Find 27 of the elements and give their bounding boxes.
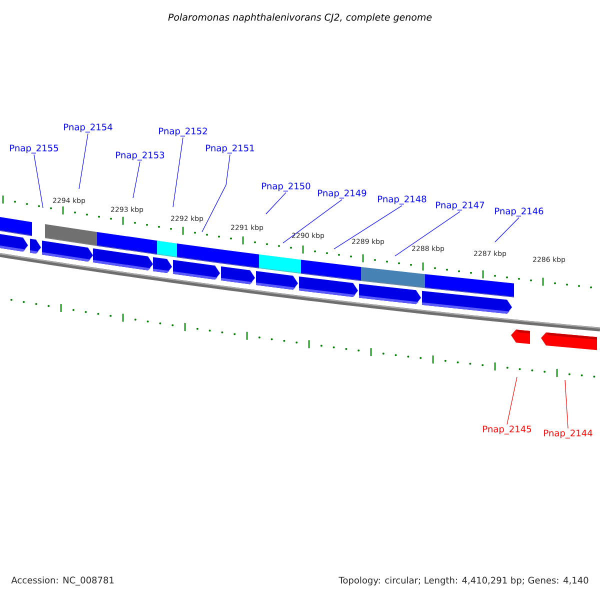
gene-label: Pnap_2151 — [206, 144, 254, 154]
footer-text: Accession: NC_008781 — [11, 576, 114, 586]
leader-line — [132, 161, 140, 198]
leader-line — [172, 137, 184, 208]
title: Polaromonas naphthalenivorans CJ2, complete genome — [168, 13, 432, 23]
leader-line — [334, 205, 402, 250]
gene-label: Pnap_2147 — [436, 202, 484, 210]
leader-line — [394, 211, 460, 256]
leader-line — [202, 154, 230, 232]
footer-text: Topology: circular; Length: 4,410,291 bp; Genes: 4,140 — [338, 576, 588, 586]
gene-label: Pnap_2153 — [116, 152, 164, 160]
gene-label: Pnap_2150 — [262, 182, 310, 192]
gene-label: Pnap_2146 — [495, 208, 544, 216]
leader-line — [34, 154, 44, 208]
leader-line — [506, 376, 518, 425]
gene-label: Pnap_2144 — [544, 430, 592, 438]
gene-label: Pnap_2145 — [483, 426, 532, 434]
gene-label: Pnap_2154 — [64, 124, 112, 132]
leader-line — [266, 192, 286, 214]
leader-line — [282, 199, 342, 244]
gene-label: Pnap_2152 — [159, 128, 207, 136]
gene-label: Pnap_2149 — [318, 190, 366, 198]
leader-line — [564, 380, 568, 429]
leader-line — [78, 133, 88, 190]
leader-line — [494, 217, 520, 242]
gene-label: Pnap_2155 — [10, 144, 58, 154]
gene-label: Pnap_2148 — [378, 196, 426, 204]
